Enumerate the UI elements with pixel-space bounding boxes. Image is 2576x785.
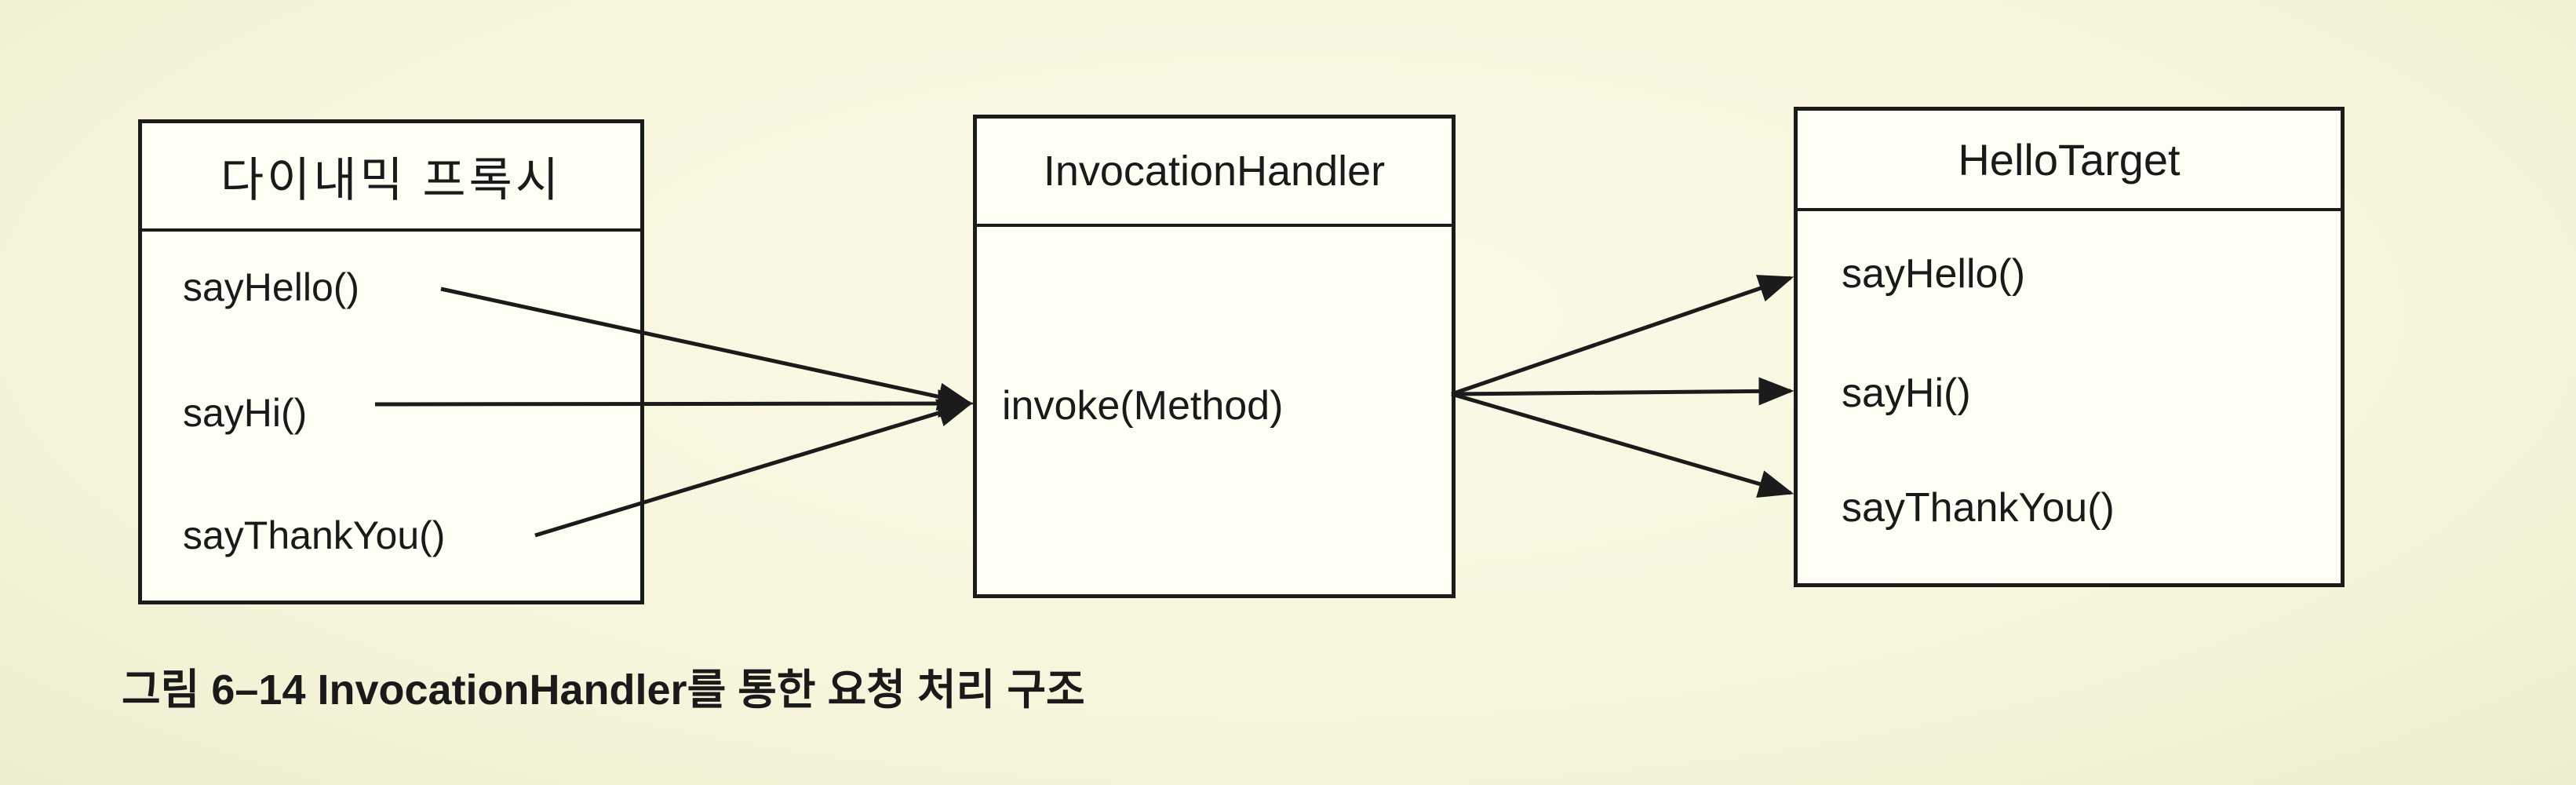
target-method-sayhello: sayHello() [1842,251,2026,297]
proxy-method-sayhi: sayHi() [183,391,308,435]
invocation-handler-title: InvocationHandler [977,119,1452,227]
hello-target-box: HelloTarget sayHello() sayHi() sayThankY… [1794,107,2345,587]
arrow-invoke-to-saythankyou [1451,392,1794,498]
arrow-invoke-to-sayhi [1451,377,1794,406]
invocation-handler-box: InvocationHandler invoke(Method) [973,115,1456,598]
handler-method-invoke: invoke(Method) [1002,383,1284,429]
figure-caption: 그림 6–14 InvocationHandler를 통한 요청 처리 구조 [122,666,1085,714]
target-method-sayhi: sayHi() [1842,371,1971,416]
target-method-saythankyou: sayThankYou() [1842,485,2115,531]
dynamic-proxy-box: 다이내믹 프록시 sayHello() sayHi() sayThankYou(… [138,119,644,604]
dynamic-proxy-title: 다이내믹 프록시 [142,123,640,232]
arrow-invoke-to-sayhello [1451,275,1794,396]
hello-target-title: HelloTarget [1798,111,2341,211]
proxy-method-sayhello: sayHello() [183,265,360,309]
proxy-method-saythankyou: sayThankYou() [183,513,446,557]
